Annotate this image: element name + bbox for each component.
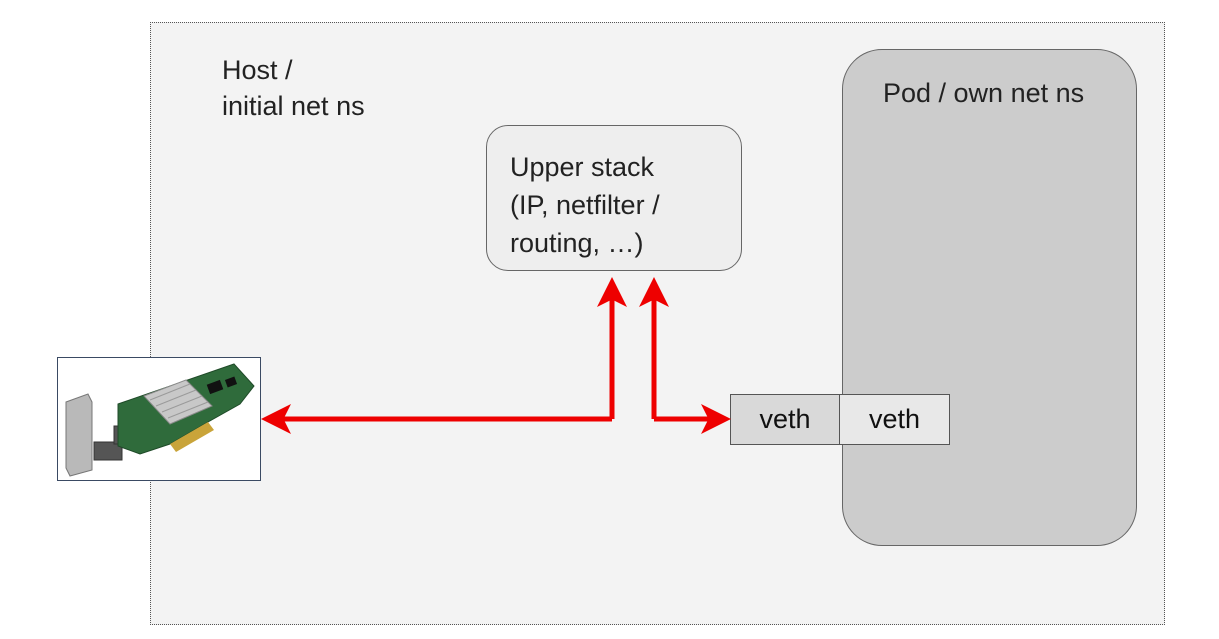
veth-pod-end: veth bbox=[839, 394, 950, 445]
upper-stack-box bbox=[486, 125, 742, 271]
nic-image-frame bbox=[57, 357, 261, 481]
veth-pod-label: veth bbox=[868, 404, 921, 434]
pod-namespace-box bbox=[842, 49, 1137, 546]
host-namespace-label: Host / initial net ns bbox=[222, 55, 365, 121]
veth-host-end: veth bbox=[730, 394, 840, 445]
pod-namespace-label: Pod / own net ns bbox=[883, 78, 1085, 108]
veth-host-label: veth bbox=[759, 404, 811, 434]
network-card-icon bbox=[65, 363, 255, 477]
upper-stack-label: Upper stack (IP, netfilter / routing, …) bbox=[510, 152, 660, 258]
